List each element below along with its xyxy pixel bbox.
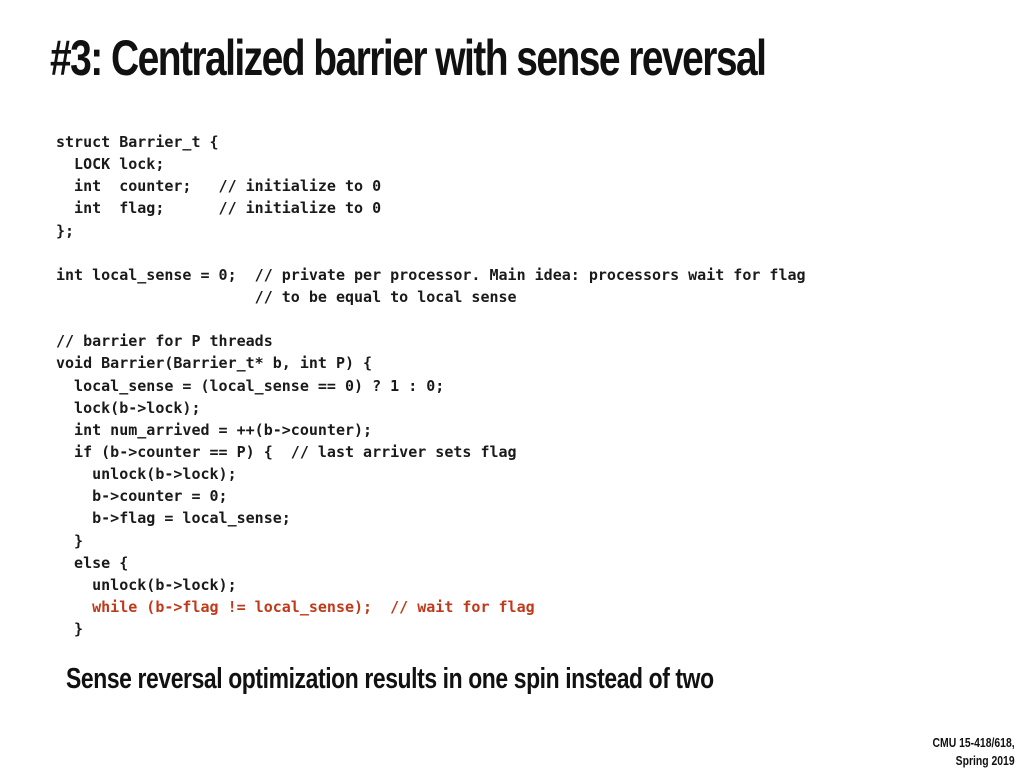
code-line-blank [56, 242, 806, 264]
code-line: int flag; // initialize to 0 [56, 199, 382, 218]
code-line: } [56, 531, 84, 550]
code-block: struct Barrier_t { LOCK lock; int counte… [56, 131, 806, 640]
code-line: int counter; // initialize to 0 [56, 177, 382, 196]
code-line: if (b->counter == P) { // last arriver s… [56, 442, 517, 461]
code-line: b->flag = local_sense; [56, 509, 291, 528]
code-line: int local_sense = 0; // private per proc… [56, 265, 806, 284]
code-line: unlock(b->lock); [56, 465, 237, 484]
code-line: b->counter = 0; [56, 487, 228, 506]
code-line-highlighted: while (b->flag != local_sense); // wait … [56, 597, 535, 616]
code-line: void Barrier(Barrier_t* b, int P) { [56, 354, 373, 373]
code-line: } [56, 620, 84, 639]
code-line-blank [56, 308, 806, 330]
slide-title: #3: Centralized barrier with sense rever… [50, 30, 767, 86]
code-line: LOCK lock; [56, 155, 165, 174]
course-footer: CMU 15-418/618, Spring 2019 [933, 734, 1015, 770]
code-line: lock(b->lock); [56, 398, 201, 417]
code-line: struct Barrier_t { [56, 133, 219, 151]
code-line: // to be equal to local sense [56, 287, 517, 306]
code-line: int num_arrived = ++(b->counter); [56, 420, 373, 439]
code-line: }; [56, 221, 75, 240]
code-line: unlock(b->lock); [56, 575, 237, 594]
footer-term: Spring 2019 [956, 753, 1015, 768]
code-line: local_sense = (local_sense == 0) ? 1 : 0… [56, 376, 445, 395]
code-line: else { [56, 553, 129, 572]
takeaway-text: Sense reversal optimization results in o… [66, 663, 714, 695]
footer-course: CMU 15-418/618, [932, 735, 1015, 750]
code-line: // barrier for P threads [56, 332, 273, 351]
